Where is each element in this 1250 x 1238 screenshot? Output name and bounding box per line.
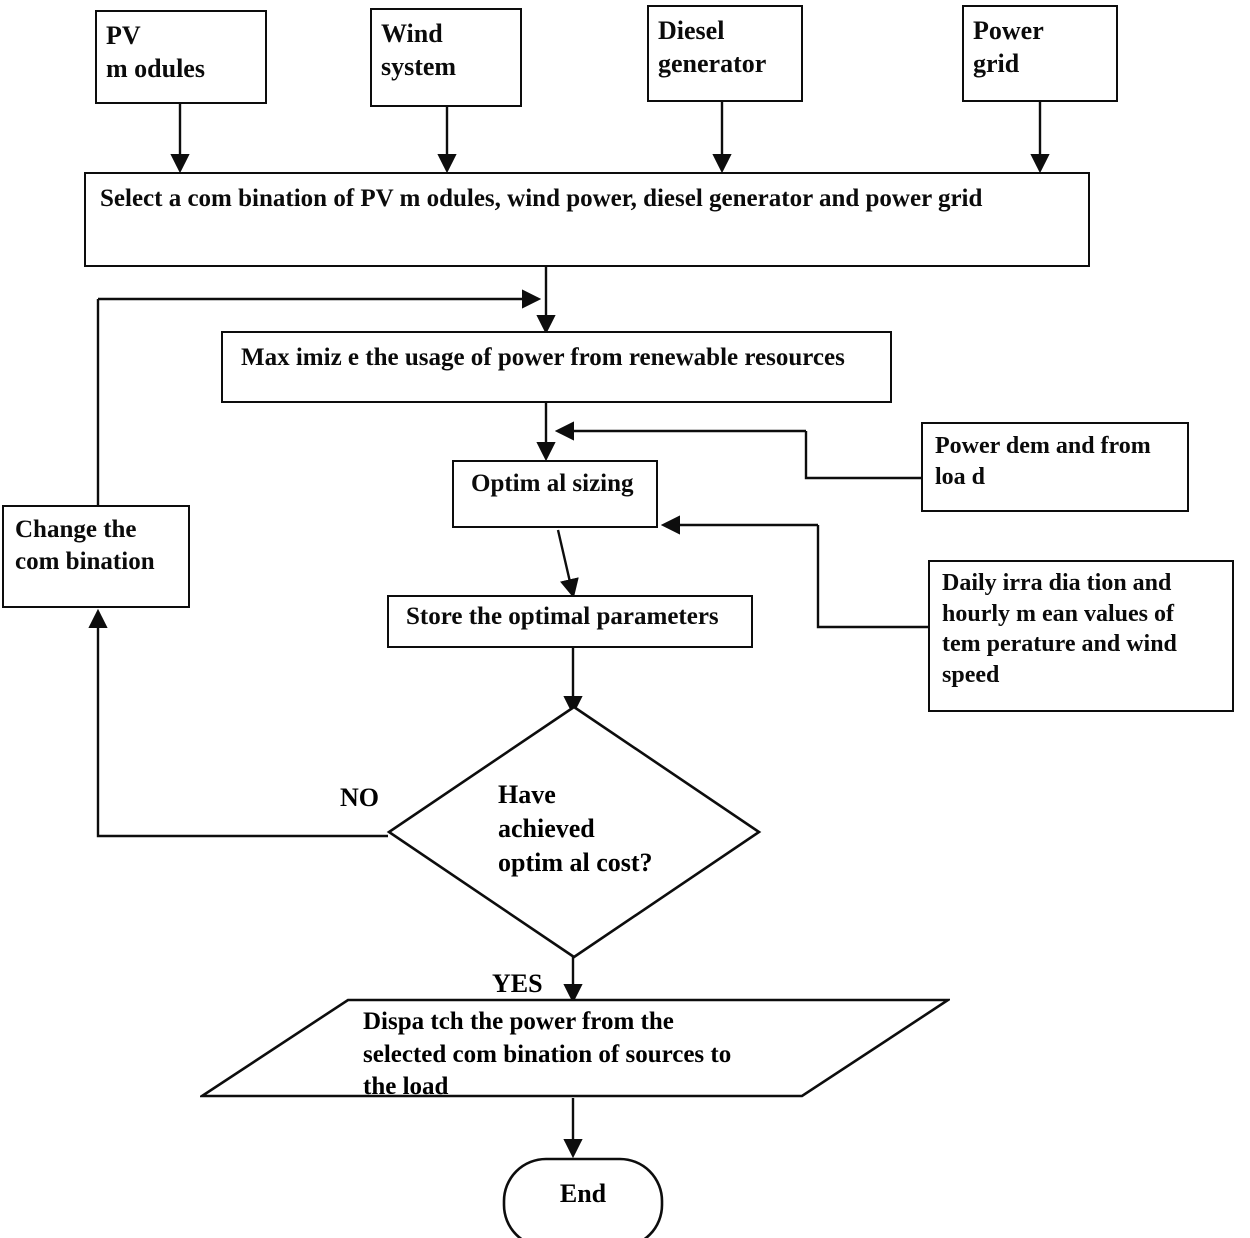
node-dispatch-power[interactable]: Dispa tch the power from the selected co… [200, 998, 950, 1098]
edge-sizing-to-store [556, 529, 579, 599]
decision-diamond-shape [386, 705, 762, 959]
edge-label-yes: YES [492, 969, 543, 998]
node-power-grid-label: Power grid [973, 16, 1044, 79]
node-wind-system[interactable]: Wind system [370, 8, 522, 107]
node-power-demand[interactable]: Power dem and from loa d [921, 422, 1189, 512]
edge-label-no: NO [340, 783, 379, 812]
node-daily-irradiation-label: Daily irra dia tion and hourly m ean val… [942, 570, 1177, 689]
node-change-combination[interactable]: Change the com bination [2, 505, 190, 608]
node-dispatch-power-label: Dispa tch the power from the selected co… [363, 1008, 732, 1098]
node-select-combination[interactable]: Select a com bination of PV m odules, wi… [84, 172, 1090, 267]
node-store-parameters[interactable]: Store the optimal parameters [387, 595, 753, 648]
node-power-demand-label: Power dem and from loa d [935, 433, 1151, 490]
node-change-combination-label: Change the com bination [15, 516, 155, 575]
edge-irradiation-elbow [816, 525, 928, 629]
node-pv-modules-label: PV m odules [106, 21, 205, 84]
node-maximize-usage[interactable]: Max imiz e the usage of power from renew… [221, 331, 892, 403]
node-optimal-sizing-label: Optim al sizing [471, 470, 634, 497]
node-power-grid[interactable]: Power grid [962, 5, 1118, 102]
edge-demand-elbow [804, 431, 921, 480]
node-end[interactable]: End [502, 1157, 664, 1238]
node-select-combination-label: Select a com bination of PV m odules, wi… [100, 185, 983, 212]
dispatch-parallelogram-shape [200, 998, 950, 1098]
node-maximize-usage-label: Max imiz e the usage of power from renew… [241, 344, 845, 371]
node-pv-modules[interactable]: PV m odules [95, 10, 267, 104]
node-wind-system-label: Wind system [381, 19, 457, 82]
node-decision-cost-label: Have achieved optim al cost? [498, 780, 653, 877]
node-store-parameters-label: Store the optimal parameters [406, 603, 719, 630]
node-decision-cost[interactable]: Have achieved optim al cost? [386, 704, 762, 960]
node-end-label: End [559, 1179, 607, 1208]
end-terminator-shape [502, 1157, 664, 1238]
node-diesel-generator[interactable]: Diesel generator [647, 5, 803, 102]
node-diesel-generator-label: Diesel generator [658, 16, 767, 79]
node-daily-irradiation[interactable]: Daily irra dia tion and hourly m ean val… [928, 560, 1234, 712]
node-optimal-sizing[interactable]: Optim al sizing [452, 460, 658, 528]
